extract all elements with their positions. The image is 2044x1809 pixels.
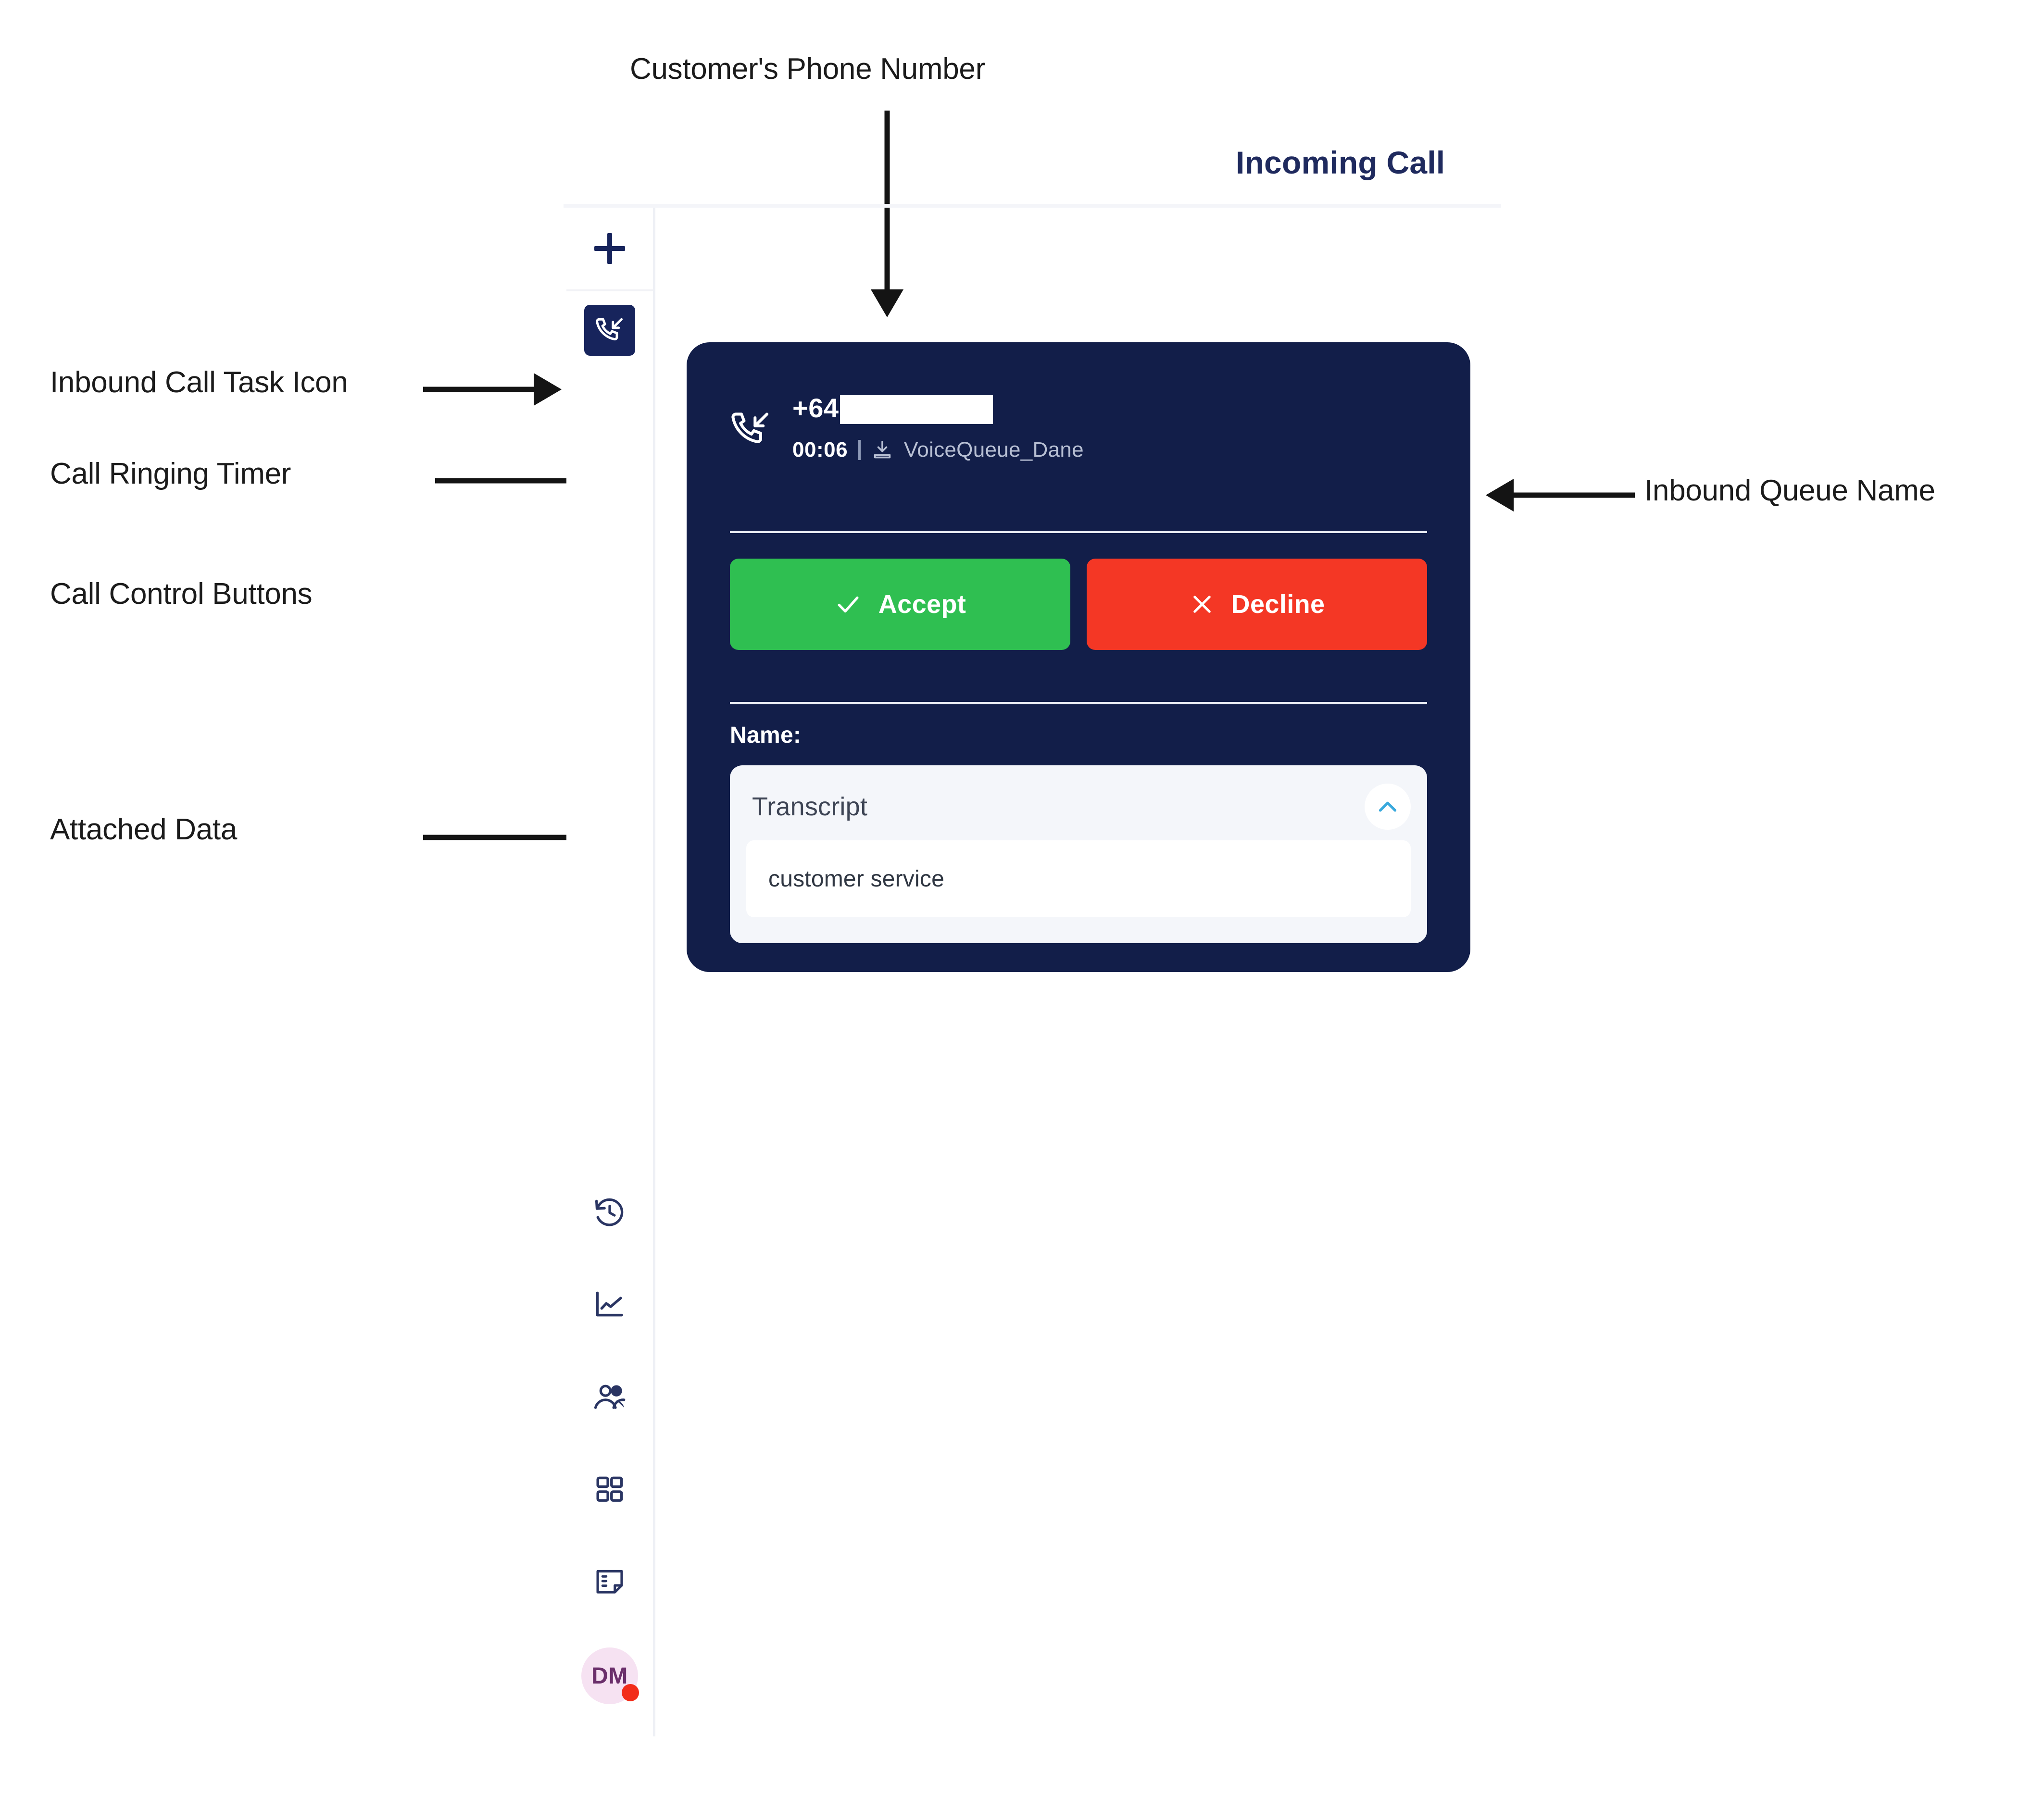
sidebar-item-contacts[interactable] xyxy=(566,1351,653,1443)
inbound-queue-name: VoiceQueue_Dane xyxy=(904,438,1084,462)
sidebar-nav: DM xyxy=(566,1166,653,1724)
close-icon xyxy=(1189,591,1215,617)
sidebar-item-inbound-call-task[interactable] xyxy=(584,305,635,356)
incoming-call-card: +64 00:06 VoiceQueue_Dane xyxy=(687,342,1470,972)
phone-number-redaction xyxy=(840,395,993,424)
download-queue-icon xyxy=(871,439,893,461)
phone-number-row: +64 xyxy=(792,392,1084,424)
attached-data-name-label: Name: xyxy=(730,723,802,748)
avatar-initials: DM xyxy=(591,1663,628,1689)
header-divider xyxy=(564,204,1501,208)
avatar-button[interactable]: DM xyxy=(566,1628,653,1724)
check-icon xyxy=(834,590,862,618)
accept-button-label: Accept xyxy=(878,590,966,619)
call-ringing-timer: 00:06 xyxy=(792,438,848,462)
chevron-up-icon xyxy=(1374,793,1401,820)
add-task-button[interactable] xyxy=(566,208,653,291)
grid-apps-icon xyxy=(596,1476,623,1502)
sidebar-item-apps[interactable] xyxy=(566,1443,653,1535)
transcript-value-box[interactable]: customer service xyxy=(746,840,1411,917)
decline-button[interactable]: Decline xyxy=(1087,559,1427,650)
call-control-buttons: Accept Decline xyxy=(730,559,1427,650)
annotation-label-inbound-call-task-icon: Inbound Call Task Icon xyxy=(50,366,348,399)
call-meta-row: 00:06 VoiceQueue_Dane xyxy=(792,438,1084,462)
inbound-call-icon xyxy=(730,409,771,452)
call-card-header-text: +64 00:06 VoiceQueue_Dane xyxy=(792,386,1084,462)
card-divider-top xyxy=(730,531,1427,533)
transcript-header: Transcript xyxy=(752,782,1411,832)
sidebar-item-notes[interactable] xyxy=(566,1535,653,1628)
meta-separator xyxy=(858,440,861,460)
transcript-value: customer service xyxy=(768,866,944,892)
annotation-label-call-ringing-timer: Call Ringing Timer xyxy=(50,457,291,490)
transcript-collapse-button[interactable] xyxy=(1365,784,1411,830)
annotation-label-customers-phone-number: Customer's Phone Number xyxy=(630,52,985,86)
decline-button-label: Decline xyxy=(1231,590,1325,619)
annotation-label-inbound-queue-name: Inbound Queue Name xyxy=(1644,474,1935,507)
transcript-title: Transcript xyxy=(752,792,868,821)
card-divider-bottom xyxy=(730,702,1427,704)
history-icon xyxy=(595,1198,624,1226)
page-title: Incoming Call xyxy=(1236,145,1445,180)
contacts-icon xyxy=(594,1385,626,1409)
transcript-panel: Transcript customer service xyxy=(730,765,1427,943)
accept-button[interactable]: Accept xyxy=(730,559,1070,650)
inbound-call-icon xyxy=(596,318,623,341)
plus-icon xyxy=(594,233,625,264)
sidebar-item-insights[interactable] xyxy=(566,1259,653,1351)
task-sidebar: DM xyxy=(566,208,655,1736)
annotation-label-call-control-buttons: Call Control Buttons xyxy=(50,577,313,611)
avatar: DM xyxy=(581,1647,639,1704)
sidebar-item-history[interactable] xyxy=(566,1166,653,1259)
call-card-header: +64 00:06 VoiceQueue_Dane xyxy=(730,386,1427,482)
annotation-label-attached-data: Attached Data xyxy=(50,813,238,846)
notes-icon xyxy=(596,1570,623,1594)
phone-number: +64 xyxy=(792,393,839,423)
line-chart-icon xyxy=(596,1291,623,1317)
status-badge xyxy=(622,1684,639,1701)
